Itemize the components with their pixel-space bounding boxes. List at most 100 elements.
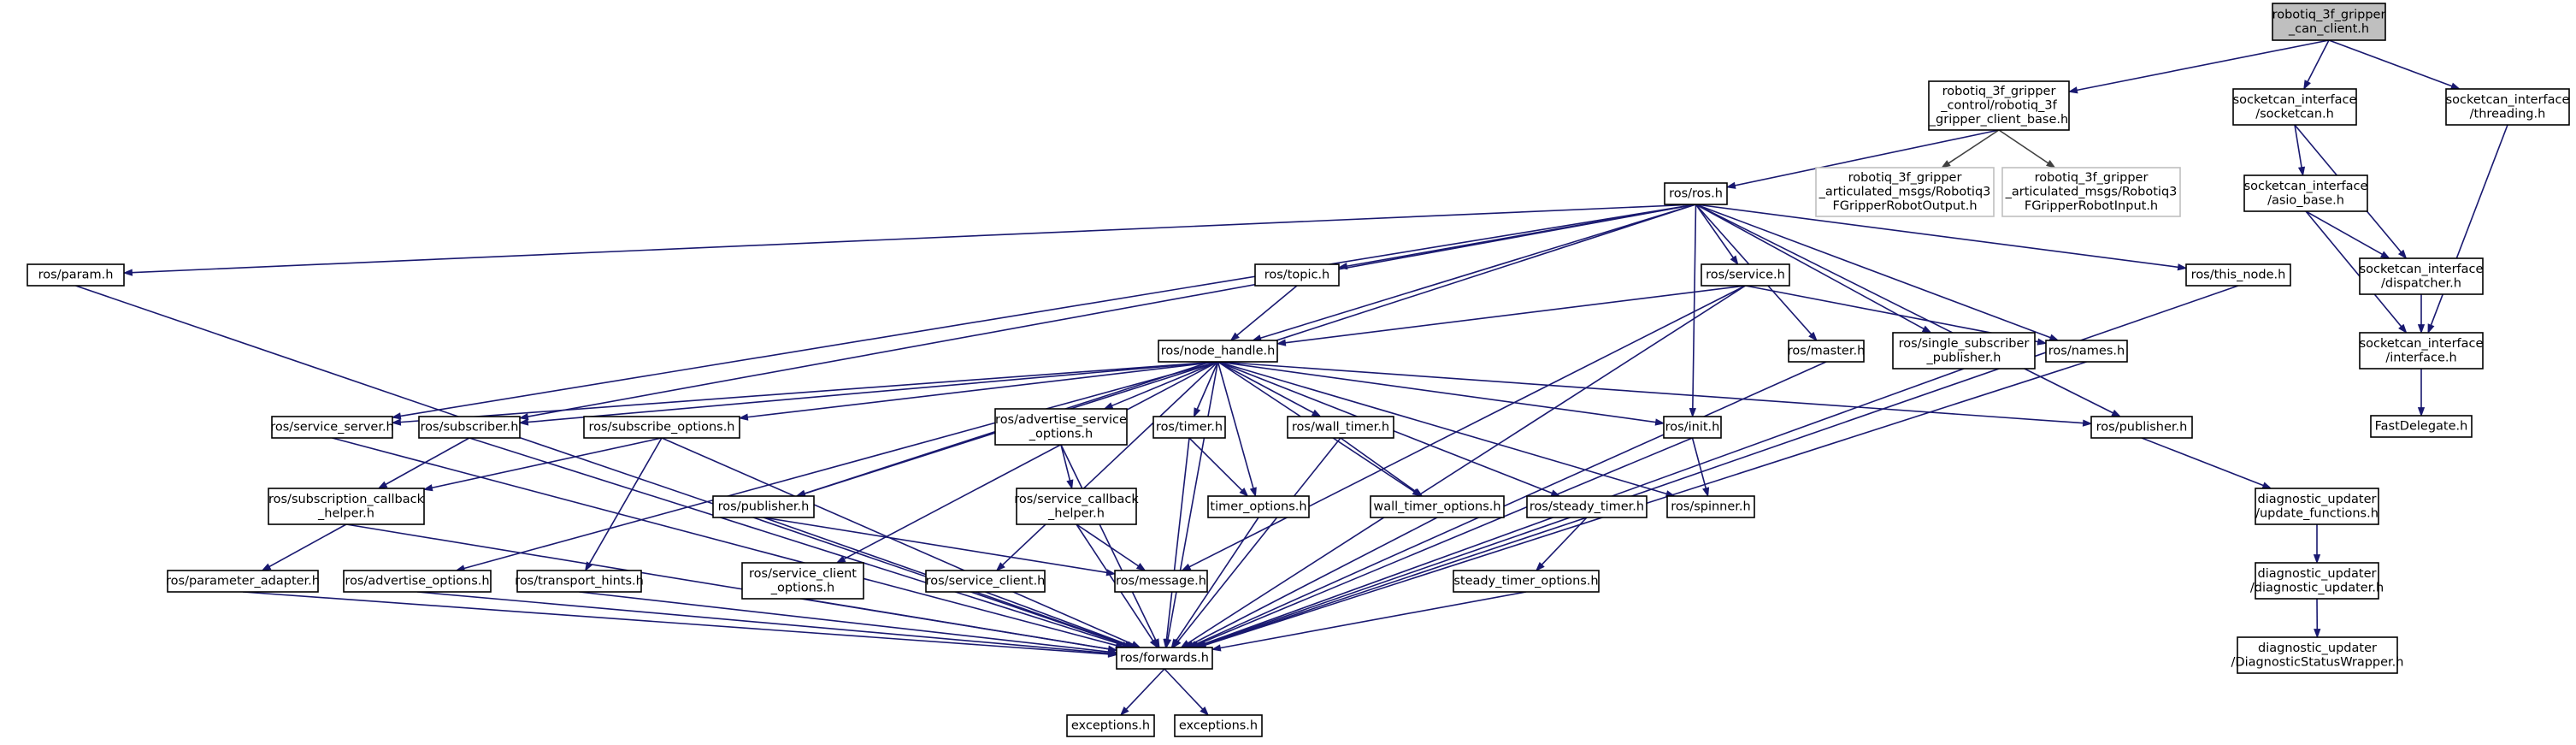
node-forwards[interactable]: ros/forwards.h [1116, 647, 1213, 670]
edge-topic-to-node_handle [1236, 285, 1298, 336]
node-message[interactable]: ros/message.h [1114, 570, 1208, 593]
node-service-cb-helper[interactable]: ros/service_callback_helper.h [1014, 488, 1139, 525]
node-service-server[interactable]: ros/service_server.h [270, 416, 394, 439]
arrowhead-ros_h-to-init [1689, 408, 1696, 418]
node-diag-updater[interactable]: diagnostic_updater/diagnostic_updater.h [2250, 562, 2384, 600]
node-robot-output: robotiq_3f_gripper_articulated_msgs/Robo… [1815, 167, 1995, 217]
node-param[interactable]: ros/param.h [27, 263, 125, 287]
node-box [925, 570, 1046, 593]
node-label: _articulated_msgs/Robotiq3 [2005, 186, 2178, 199]
node-socketcan-h[interactable]: socketcan_interface/socketcan.h [2232, 88, 2357, 126]
node-box [741, 562, 864, 600]
node-update-functions[interactable]: diagnostic_updater/update_functions.h [2255, 488, 2379, 525]
node-label: ros/service_server.h [270, 421, 394, 435]
node-this-node[interactable]: ros/this_node.h [2185, 263, 2291, 287]
edge-wall_timer-to-wall_timer_options [1340, 437, 1417, 493]
node-service[interactable]: ros/service.h [1701, 263, 1790, 287]
node-parameter-adapter[interactable]: ros/parameter_adapter.h [166, 570, 320, 593]
node-client-base[interactable]: robotiq_3f_gripper_control/robotiq_3f_gr… [1928, 80, 2070, 131]
node-box [994, 408, 1128, 446]
node-box [2272, 3, 2386, 41]
node-label: socketcan_interface [2360, 337, 2484, 351]
node-master[interactable]: ros/master.h [1788, 340, 1866, 363]
node-dispatcher[interactable]: socketcan_interface/dispatcher.h [2359, 257, 2484, 295]
node-service-client[interactable]: ros/service_client.h [925, 570, 1046, 593]
node-spinner[interactable]: ros/spinner.h [1666, 495, 1755, 518]
arrowhead-sub_cb_helper-to-parameter_adapter [261, 563, 272, 571]
node-node-handle[interactable]: ros/node_handle.h [1158, 340, 1278, 363]
node-publisher-r[interactable]: ros/publisher.h [2090, 416, 2193, 439]
node-box [1114, 570, 1208, 593]
arrowhead-service_client_options-to-forwards [1107, 645, 1118, 653]
edge-this_node-to-forwards [1202, 285, 2239, 646]
arrowhead-publisher_l-to-message [1105, 569, 1117, 576]
arrowhead-service-to-node_handle [1276, 339, 1287, 346]
node-advertise-options[interactable]: ros/advertise_options.h [343, 570, 492, 593]
node-steady-timer[interactable]: ros/steady_timer.h [1526, 495, 1648, 518]
node-sub-cb-helper[interactable]: ros/subscription_callback_helper.h [268, 488, 425, 525]
node-box [1016, 488, 1137, 525]
edge-node_handle-to-service_server [399, 361, 1218, 423]
node-wall-timer[interactable]: ros/wall_timer.h [1287, 416, 1394, 439]
arrowhead-advertise_service_options-to-service_cb_helper [1066, 479, 1074, 490]
arrowhead-ros_h-to-names [2048, 334, 2060, 341]
node-wall-timer-options[interactable]: wall_timer_options.h [1370, 495, 1505, 518]
node-timer[interactable]: ros/timer.h [1152, 416, 1226, 439]
node-label: ros/init.h [1665, 421, 1720, 435]
edge-node_handle-to-forwards [1167, 361, 1219, 641]
edge-transport_hints-to-forwards [579, 591, 1110, 653]
arrowhead-timer-to-timer_options [1239, 488, 1249, 498]
node-diag-status-wrapper[interactable]: diagnostic_updater/DiagnosticStatusWrapp… [2231, 636, 2404, 674]
node-single-sub-pub[interactable]: ros/single_subscriber_publisher.h [1892, 332, 2036, 370]
node-exceptions-1[interactable]: exceptions.h [1066, 714, 1155, 737]
node-advertise-service-options[interactable]: ros/advertise_service_options.h [994, 408, 1128, 446]
node-asio-base[interactable]: socketcan_interface/asio_base.h [2243, 174, 2368, 212]
node-label: ros/publisher.h [718, 500, 810, 514]
node-transport-hints[interactable]: ros/transport_hints.h [515, 570, 644, 593]
edge-timer_options-to-forwards [1175, 517, 1259, 642]
node-topic[interactable]: ros/topic.h [1254, 263, 1340, 287]
node-label: /DiagnosticStatusWrapper.h [2231, 655, 2404, 669]
edge-ros_h-to-init [1692, 204, 1697, 410]
node-label: ros/param.h [38, 269, 114, 282]
node-subscribe-options[interactable]: ros/subscribe_options.h [583, 416, 740, 439]
node-steady-timer-options[interactable]: steady_timer_options.h [1453, 570, 1600, 593]
edge-timer-to-timer_options [1188, 437, 1243, 492]
arrowhead-ros_h-to-publisher_r [2111, 409, 2122, 417]
node-threading-h[interactable]: socketcan_interface/threading.h [2445, 88, 2570, 126]
node-timer-options[interactable]: timer_options.h [1207, 495, 1310, 518]
node-init[interactable]: ros/init.h [1663, 416, 1722, 439]
edge-asio_base-to-dispatcher [2305, 210, 2384, 256]
node-service-client-options[interactable]: ros/service_client_options.h [741, 562, 864, 600]
arrowhead-subscriber-to-sub_cb_helper [377, 481, 388, 489]
edge-service_server-to-forwards [332, 437, 1117, 647]
node-publisher-l[interactable]: ros/publisher.h [712, 495, 815, 518]
node-label: _gripper_client_base.h [1929, 113, 2068, 127]
edge-timer-to-forwards [1165, 437, 1190, 641]
edge-master-to-forwards [1194, 361, 1827, 646]
edge-parameter_adapter-to-forwards [242, 591, 1110, 655]
node-box [1370, 495, 1505, 518]
node-root[interactable]: robotiq_3f_gripper_can_client.h [2272, 3, 2386, 41]
node-names[interactable]: ros/names.h [2045, 340, 2128, 363]
node-interface-h[interactable]: socketcan_interface/interface.h [2359, 332, 2484, 370]
edge-node_handle-to-advertise_service_options [1111, 361, 1218, 407]
arrowhead-ros_h-to-subscriber [518, 412, 529, 421]
node-box [1453, 570, 1600, 593]
edge-service_client-to-forwards [985, 591, 1129, 646]
node-subscriber[interactable]: ros/subscriber.h [418, 416, 521, 439]
edge-subscriber-to-sub_cb_helper [385, 437, 470, 486]
node-box [1116, 647, 1213, 670]
node-label: robotiq_3f_gripper [1942, 85, 2056, 98]
node-fastdelegate[interactable]: FastDelegate.h [2370, 415, 2473, 438]
edge-ros_h-to-names [1695, 204, 2052, 339]
node-box [1152, 416, 1226, 439]
node-label: robotiq_3f_gripper [2272, 8, 2386, 21]
node-box [2232, 88, 2357, 126]
node-box [1066, 714, 1155, 737]
node-label: ros/service_client.h [926, 575, 1046, 588]
node-exceptions-2[interactable]: exceptions.h [1174, 714, 1263, 737]
node-ros-h[interactable]: ros/ros.h [1664, 182, 1728, 205]
edge-steady_timer_options-to-forwards [1219, 591, 1527, 649]
edge-subscriber-to-forwards [469, 437, 1124, 647]
